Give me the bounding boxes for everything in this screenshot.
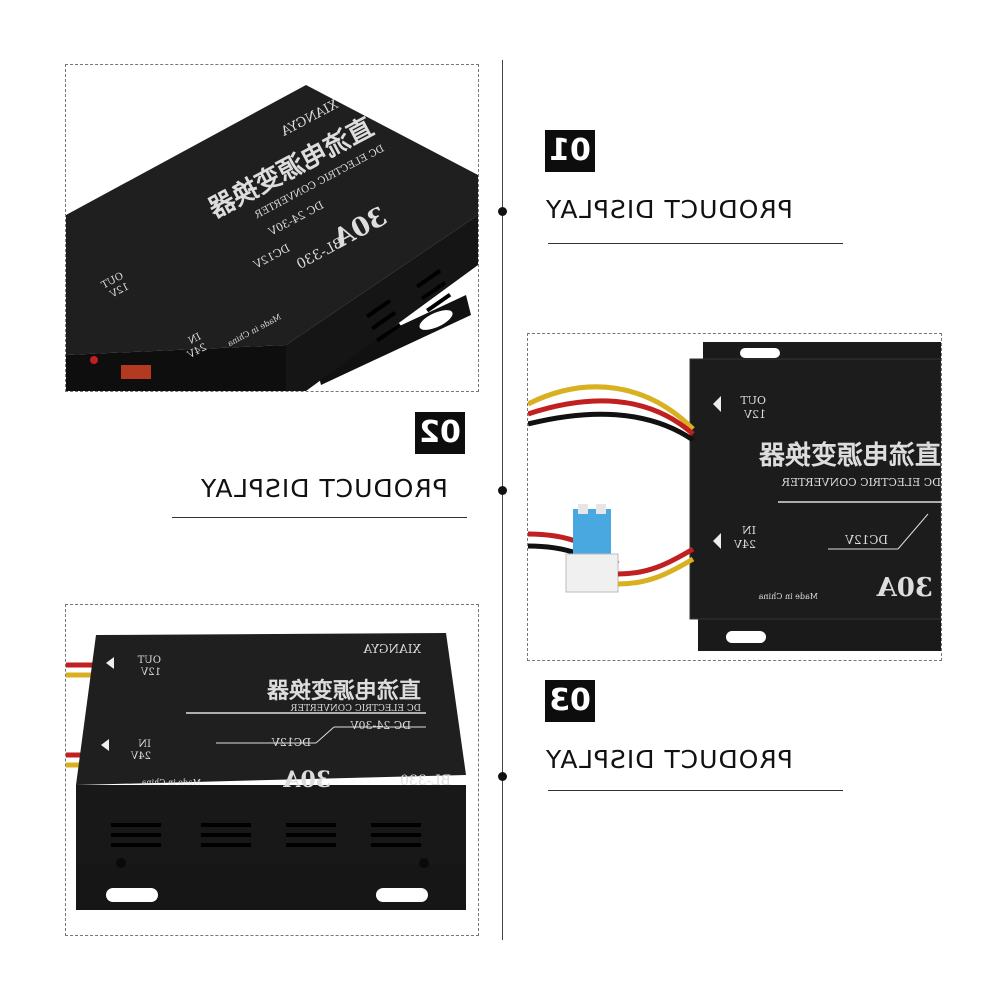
current-2: 30A (876, 573, 933, 603)
input-range-3: DC 24-30V (350, 719, 411, 732)
origin-2: Made in China (758, 592, 818, 601)
subtitle-2: DC ELECTRIC CONVERTER (781, 476, 941, 489)
section-caption-2: PRODUCT DISPLAY (200, 474, 448, 503)
in-label-1: IN (187, 331, 204, 347)
vent-slots (111, 823, 421, 847)
current-3: 30A (282, 767, 331, 793)
timeline-dot-2 (498, 486, 507, 495)
output-3: DC12V (271, 736, 311, 749)
out-label-3: OUT (137, 655, 161, 666)
subtitle-3: DC ELECTRIC CONVERTER (291, 704, 421, 714)
section-caption-3: PRODUCT DISPLAY (545, 745, 793, 774)
caption-rule-2 (172, 517, 467, 518)
origin-3: Made in China (141, 778, 201, 787)
in-voltage-2: 24V (733, 538, 756, 551)
caption-rule-3 (548, 790, 843, 791)
product-photo-3: OUT 12V XIANGYA 直流电源变换器 DC ELECTRIC CONV… (65, 604, 479, 936)
brand-text-3: XIANGYA (363, 642, 421, 656)
converter-illustration-3: OUT 12V XIANGYA 直流电源变换器 DC ELECTRIC CONV… (66, 633, 466, 910)
in-label-3: IN (138, 739, 151, 750)
title-cn-2: 直流电源变换器 (758, 440, 941, 471)
timeline-dot-3 (498, 772, 507, 781)
timeline-line (502, 60, 503, 940)
converter-illustration-2: OUT 12V 直流电源变换器 DC ELECTRIC CONVERTER IN… (528, 342, 941, 651)
out-label-2: OUT (740, 394, 766, 407)
section-number-3: 03 (545, 680, 595, 722)
title-cn-3: 直流电源变换器 (266, 678, 421, 704)
output-2: DC12V (845, 533, 888, 547)
out-voltage-3: 12V (140, 667, 161, 678)
out-voltage-2: 12V (743, 408, 766, 421)
in-voltage-3: 24V (130, 751, 151, 762)
section-caption-1: PRODUCT DISPLAY (545, 195, 793, 224)
section-number-1: 01 (545, 130, 595, 172)
in-label-2: IN (742, 524, 756, 537)
section-number-2: 02 (415, 412, 465, 454)
product-photo-2: OUT 12V 直流电源变换器 DC ELECTRIC CONVERTER IN… (527, 333, 942, 661)
converter-illustration-1: XIANGYA 直流电源变换器 DC ELECTRIC CONVERTER DC… (66, 85, 478, 391)
timeline-dot-1 (498, 207, 507, 216)
model-3: BL-330 (400, 773, 451, 789)
caption-rule-1 (548, 243, 843, 244)
product-photo-1: XIANGYA 直流电源变换器 DC ELECTRIC CONVERTER DC… (65, 64, 479, 392)
